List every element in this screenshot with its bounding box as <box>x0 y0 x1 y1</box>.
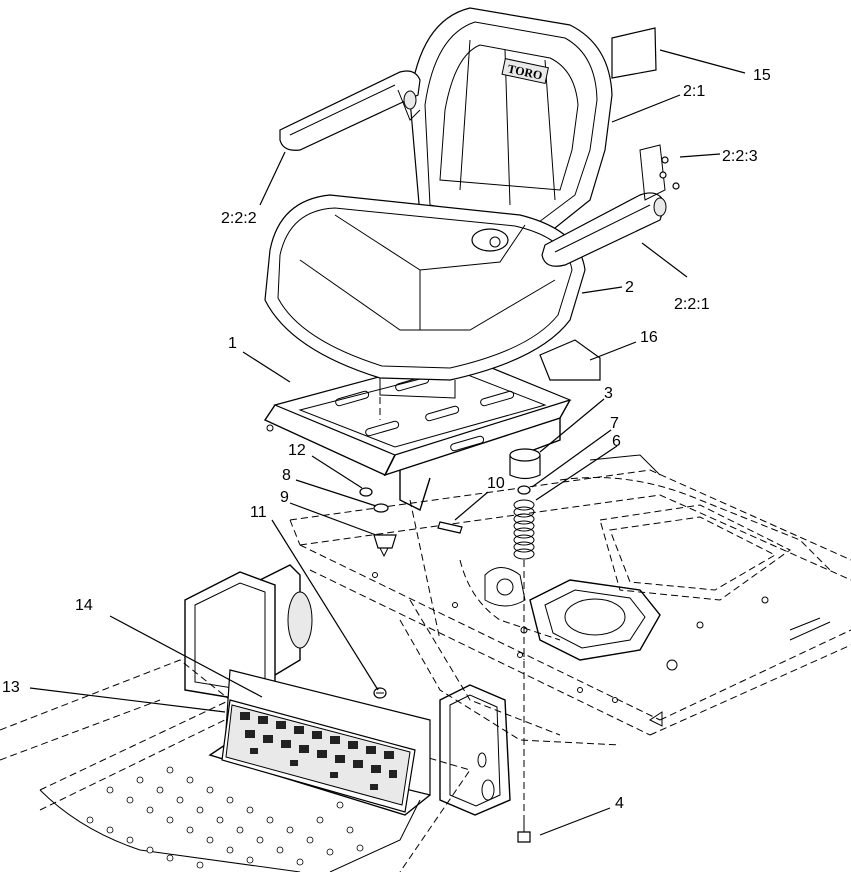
leader-lines <box>29 49 746 836</box>
callout-7: 7 <box>610 415 619 432</box>
callout-8: 8 <box>282 467 291 484</box>
callout-2: 2 <box>625 279 634 296</box>
brand-plate: TORO <box>501 58 549 85</box>
control-panel-decal <box>208 669 431 816</box>
callout-3: 3 <box>604 385 613 402</box>
armrest-screws <box>659 156 680 190</box>
mower-frame <box>289 454 851 746</box>
callout-15: 15 <box>753 67 771 84</box>
callout-14: 14 <box>75 597 93 614</box>
small-hardware <box>359 448 541 843</box>
callout-13: 13 <box>2 679 20 696</box>
callout-2-2-2: 2:2:2 <box>221 210 257 227</box>
front-support-brackets <box>184 564 511 816</box>
callout-12: 12 <box>288 442 306 459</box>
floor-pan <box>0 659 471 872</box>
callout-11: 11 <box>250 504 267 521</box>
callout-1: 1 <box>228 335 237 352</box>
callout-2-2-3: 2:2:3 <box>722 148 758 165</box>
callout-2-1: 2:1 <box>683 83 705 100</box>
callout-labels: 15 2:1 2:2:3 2:2:2 2 2:2:1 1 16 3 7 6 12… <box>2 67 771 812</box>
callout-9: 9 <box>280 489 289 506</box>
seat-assembly: TORO <box>264 7 680 399</box>
decal-15 <box>611 27 657 79</box>
callout-6: 6 <box>612 433 621 450</box>
callout-10: 10 <box>487 475 505 492</box>
decal-16 <box>539 339 601 381</box>
callout-4: 4 <box>615 795 624 812</box>
callout-16: 16 <box>640 329 658 346</box>
callout-2-2-1: 2:2:1 <box>674 296 710 313</box>
